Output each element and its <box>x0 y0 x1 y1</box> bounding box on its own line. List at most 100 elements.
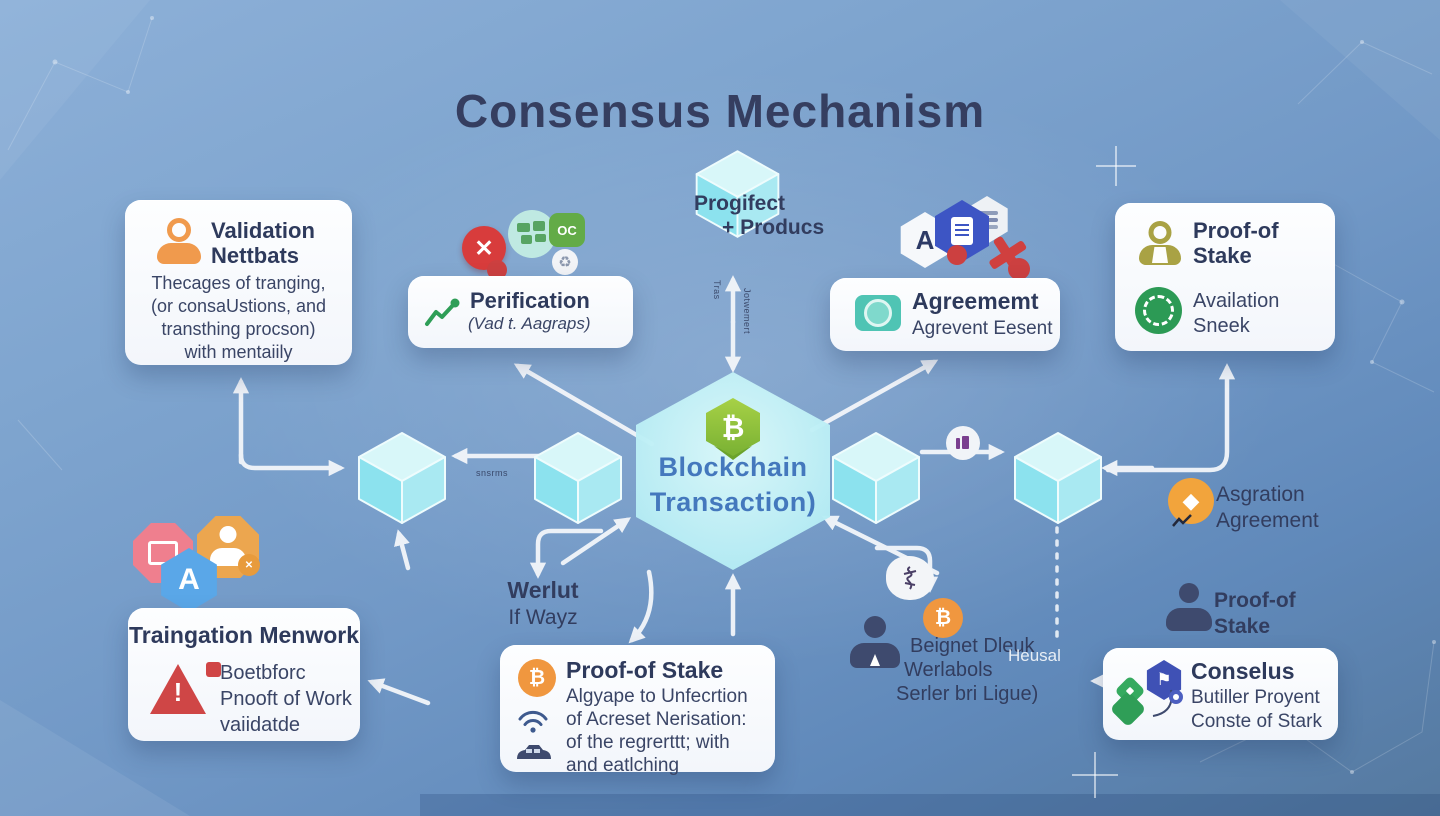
beignet-note: Heusal <box>1008 646 1061 665</box>
beignet-person-icon <box>850 616 900 668</box>
mini-chart-squiggle-icon <box>1172 514 1192 527</box>
green-stack-icon <box>1109 675 1147 728</box>
proof-bottom-body-line: Algyape to Unfecrtion <box>566 686 748 707</box>
recycle-badge-icon: ♻ <box>552 249 578 275</box>
perification-title: Perification <box>470 288 590 313</box>
red-mini-badge-icon <box>1008 258 1030 280</box>
asgration-label-line1: Asgration <box>1216 483 1305 506</box>
beignet-label-line3: Serler bri Ligue) <box>896 683 1039 705</box>
scribble-blob-icon <box>886 556 934 600</box>
validation-body-line: transthing procson) <box>161 319 316 339</box>
red-mini-badge-icon <box>947 245 967 265</box>
traingation-body-line: Pnooft of Work <box>220 688 352 710</box>
validation-body-line: (or consaUstions, and <box>150 296 327 316</box>
traingation-body-line: Boetbforc <box>220 662 306 684</box>
red-square-badge-icon <box>206 662 221 677</box>
arrow-under-left-cube <box>394 529 411 571</box>
validation-body-line: with mentaiily <box>184 342 293 362</box>
block-cube-right-outer <box>1008 430 1108 526</box>
red-mini-badge-icon <box>487 260 507 280</box>
arrow-down-to-coin <box>874 545 939 593</box>
camera-icon <box>855 295 901 331</box>
qc-square-icon: OC <box>549 213 585 247</box>
recycle-glyph: ♻ <box>558 254 572 271</box>
blockchain-hexagon <box>636 372 830 570</box>
conselus-card: ⚑ Conselus Butiller Proyent Conste of St… <box>1103 648 1338 740</box>
arrow-micro-label-cubes: snsrms <box>476 468 508 478</box>
arrow-hex-to-bottomcard <box>628 569 654 644</box>
proof-stake-bottom-card: ₿ Proof-of Stake Algyape to Unfecrtion o… <box>500 645 775 776</box>
arrow-hex-from-lowerleft <box>560 517 632 566</box>
beignet-label-line1: Beignet Dleuk <box>910 635 1035 657</box>
asgration-label-line2: Agreement <box>1216 509 1319 532</box>
perification-card: Perification (Vad t. Aagraps) <box>408 276 633 348</box>
arrow-to-agreement <box>809 359 939 433</box>
warning-triangle-icon: ! <box>150 662 221 714</box>
agreement-card: Agreememt Agrevent Eesent <box>830 278 1060 351</box>
arrow-micro-label-left: Tras <box>712 280 722 300</box>
agreement-subtitle: Agrevent Eesent <box>912 318 1053 339</box>
plus-sparkle-decoration <box>1096 146 1136 186</box>
cross-glyph: ✕ <box>474 234 494 261</box>
hexagon-label-line1: Blockchain <box>658 452 808 482</box>
perification-subtitle: (Vad t. Aagraps) <box>468 314 591 333</box>
bitcoin-coin-icon: ₿ <box>923 598 963 638</box>
top-cube-label-line2: + Producs <box>722 216 825 239</box>
orange-x-badge-icon: ✕ <box>238 554 260 576</box>
beignet-label-line2: Werlabols <box>904 659 993 681</box>
letter-a-glyph: A <box>178 563 200 596</box>
availation-line1: Availation <box>1193 290 1280 312</box>
arrow-micro-label-right: Jotwemert <box>742 288 752 335</box>
conselus-body-line: Conste of Stark <box>1191 711 1322 732</box>
blue-dot-badge-icon <box>1169 690 1183 704</box>
bitcoin-glyph: ₿ <box>528 666 546 689</box>
warning-glyph: ! <box>173 677 183 707</box>
proof-bottom-title: Proof-of Stake <box>566 657 724 683</box>
bitcoin-glyph: ₿ <box>934 606 952 629</box>
conselus-title: Conselus <box>1191 658 1295 684</box>
proof-bottom-body-line: and eatlching <box>566 755 680 776</box>
bitcoin-circle-icon: ₿ <box>518 659 556 697</box>
arrow-validation-elbow <box>238 452 345 477</box>
diamond-glyph: ◆ <box>1182 488 1200 513</box>
pos-title-line2: Stake <box>1193 243 1252 268</box>
proof-right-label-line1: Proof-of <box>1214 589 1296 612</box>
top-cube-label-line1: Progifect <box>694 192 786 215</box>
proof-bottom-body-line: of Acreset Nerisation: <box>566 709 747 730</box>
validation-card: Validation Nettbats Thecages of tranging… <box>125 200 352 365</box>
traingation-title: Traingation Menwork <box>128 622 360 648</box>
car-icon <box>517 745 551 759</box>
traingation-body-line: vaiidatde <box>220 714 301 736</box>
dashed-circle-icon <box>1135 287 1182 334</box>
trend-up-icon <box>425 298 460 326</box>
qc-glyph: OC <box>557 222 577 238</box>
werlut-label-line2: If Wayz <box>508 606 578 629</box>
wifi-icon <box>518 710 548 733</box>
proof-stake-person-icon <box>1166 583 1212 631</box>
proof-bottom-body-line: of the regrerttt; with <box>566 732 730 753</box>
block-cube-left-outer <box>352 430 452 526</box>
validation-title-line2: Nettbats <box>211 243 300 268</box>
staker-person-icon <box>1139 221 1181 265</box>
letter-a-glyph: A <box>915 224 935 255</box>
agreement-title: Agreememt <box>912 288 1039 314</box>
bitcoin-glyph: ₿ <box>722 412 745 443</box>
validation-title-line1: Validation <box>211 218 315 243</box>
validation-body-line: Thecages of tranging, <box>151 273 326 293</box>
validator-person-icon <box>157 218 201 264</box>
pos-title-line1: Proof-of <box>1193 218 1279 243</box>
arrow-to-perification <box>513 363 655 447</box>
flag-glyph: ⚑ <box>1156 670 1172 689</box>
hexagon-label-line2: Transaction) <box>649 487 817 517</box>
conselus-body-line: Butiller Proyent <box>1191 687 1320 708</box>
arrow-traingation-diag <box>367 678 431 706</box>
arrow-werlut-elbow <box>529 528 604 579</box>
traingation-card: Traingation Menwork ! Boetbforc Pnooft o… <box>128 608 360 741</box>
arrow-right-elbow-up <box>1105 363 1236 473</box>
page-title: Consensus Mechanism <box>454 85 986 137</box>
werlut-label-line1: Werlut <box>507 577 579 603</box>
star-sparkle-decoration <box>1072 752 1118 798</box>
